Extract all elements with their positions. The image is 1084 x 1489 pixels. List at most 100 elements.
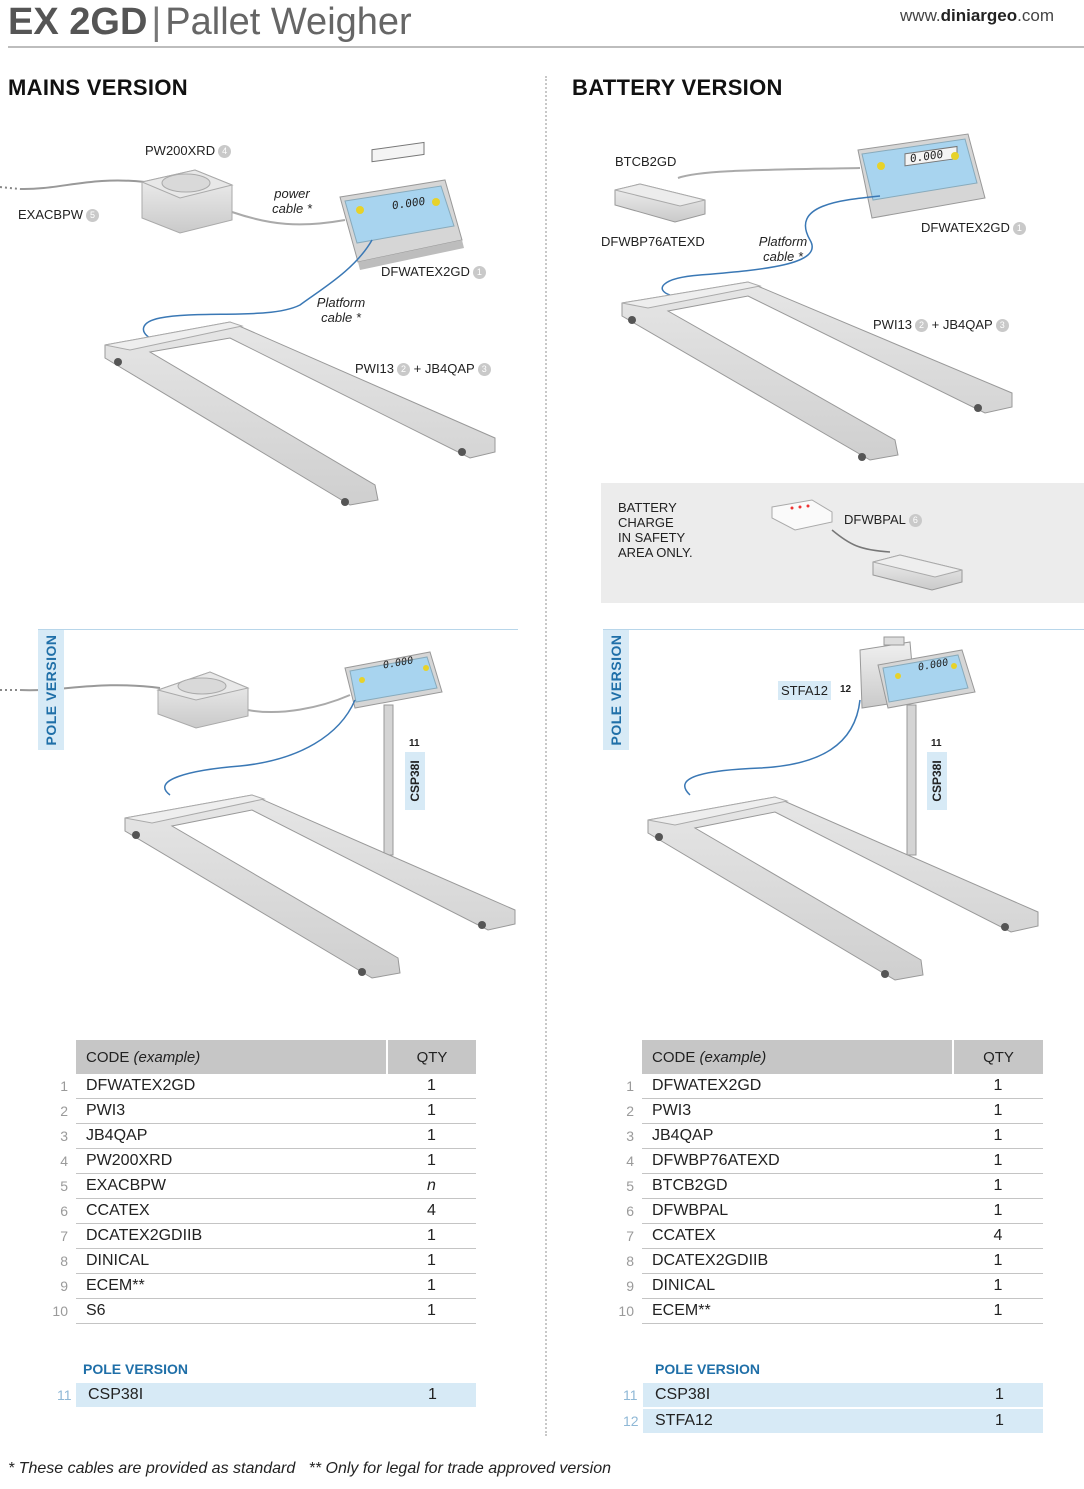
row-index: 4	[52, 1148, 76, 1174]
row-qty: 1	[387, 1123, 476, 1149]
label-number: 4	[218, 145, 232, 158]
row-qty: 1	[953, 1123, 1043, 1149]
row-code: ECEM**	[76, 1273, 387, 1299]
row-code: CCATEX	[642, 1223, 953, 1249]
illustrations	[0, 133, 1084, 981]
battery-pole-line	[603, 629, 1084, 630]
pole-tab-label: POLE VERSION	[608, 634, 624, 746]
row-index: 9	[52, 1273, 76, 1299]
pole-row-code: CSP38I	[88, 1386, 144, 1403]
label-text: PWI13	[355, 361, 395, 376]
row-index: 10	[618, 1298, 642, 1324]
battery-pole-tag: CSP38I	[927, 752, 947, 810]
label-text: DFWATEX2GD	[921, 220, 1010, 235]
pallet-platform-battery	[621, 281, 1013, 461]
battery-diagram	[614, 133, 1013, 461]
label-number: 2	[915, 319, 929, 332]
mains-pole-line	[38, 629, 518, 630]
pole-row-index: 12	[623, 1413, 639, 1429]
col-code-note: (example)	[133, 1048, 201, 1066]
row-code: CCATEX	[76, 1198, 387, 1224]
row-qty: 1	[953, 1098, 1043, 1124]
row-index: 6	[52, 1198, 76, 1224]
pole-tab-label: POLE VERSION	[43, 634, 59, 746]
row-code: EXACBPW	[76, 1173, 387, 1199]
power-supply-pw200xrd	[140, 169, 234, 234]
row-code: PWI3	[642, 1098, 953, 1124]
pole-tag-label: CSP38I	[408, 760, 422, 802]
label-power-cable: power cable *	[272, 186, 312, 216]
row-index: 2	[52, 1098, 76, 1124]
row-code: ECEM**	[642, 1298, 953, 1324]
row-code: PWI3	[76, 1098, 387, 1124]
title-separator: |	[151, 1, 162, 43]
website-link[interactable]: www.diniargeo.com	[900, 6, 1054, 26]
row-code: DFWATEX2GD	[76, 1074, 387, 1099]
col-header-code: CODE (example)	[642, 1040, 953, 1074]
pole-row-index: 11	[57, 1387, 72, 1403]
label-text: JB4QAP	[942, 317, 993, 332]
row-qty: 1	[387, 1273, 476, 1299]
row-qty: 4	[953, 1223, 1043, 1249]
col-header-qty: QTY	[386, 1040, 476, 1074]
page-title: EX 2GD|Pallet Weigher	[8, 2, 412, 42]
row-code: DCATEX2GDIIB	[76, 1223, 387, 1249]
row-index: 8	[618, 1248, 642, 1274]
label-platform-cable: Platform cable *	[316, 295, 366, 325]
row-index: 3	[52, 1123, 76, 1149]
row-index: 2	[618, 1098, 642, 1124]
col-header-qty: QTY	[952, 1040, 1043, 1074]
label-text: PW200XRD	[145, 143, 216, 158]
row-qty: 1	[387, 1148, 476, 1174]
row-qty: 1	[387, 1248, 476, 1274]
battery-pole-tab: POLE VERSION	[603, 630, 629, 750]
row-index: 8	[52, 1248, 76, 1274]
pole-row-qty: 1	[995, 1386, 1004, 1403]
label-number: 5	[86, 209, 100, 222]
charger-illustration	[601, 483, 1084, 603]
footnote: * These cables are provided as standard …	[8, 1460, 611, 1477]
row-index: 3	[618, 1123, 642, 1149]
model-name: EX 2GD	[8, 1, 148, 43]
label-btcb2gd: BTCB2GD	[615, 154, 677, 169]
pole-row-qty: 1	[428, 1386, 437, 1403]
row-index: 10	[52, 1298, 76, 1324]
row-code: DFWATEX2GD	[642, 1074, 953, 1099]
pole-table-row: CSP38I 1	[76, 1383, 476, 1407]
col-header-code: CODE (example)	[76, 1040, 387, 1074]
col-code-label: CODE	[652, 1048, 696, 1066]
row-qty: 1	[387, 1298, 476, 1324]
row-code: JB4QAP	[642, 1123, 953, 1149]
title-subtitle: Pallet Weigher	[165, 1, 412, 43]
label-battery-platform-cable: Platform cable *	[758, 234, 808, 264]
row-qty: 1	[953, 1074, 1043, 1099]
row-qty: 1	[953, 1148, 1043, 1174]
row-index: 7	[618, 1223, 642, 1249]
col-code-note: (example)	[699, 1048, 767, 1066]
row-index: 6	[618, 1198, 642, 1224]
label-text: DFWATEX2GD	[381, 264, 470, 279]
